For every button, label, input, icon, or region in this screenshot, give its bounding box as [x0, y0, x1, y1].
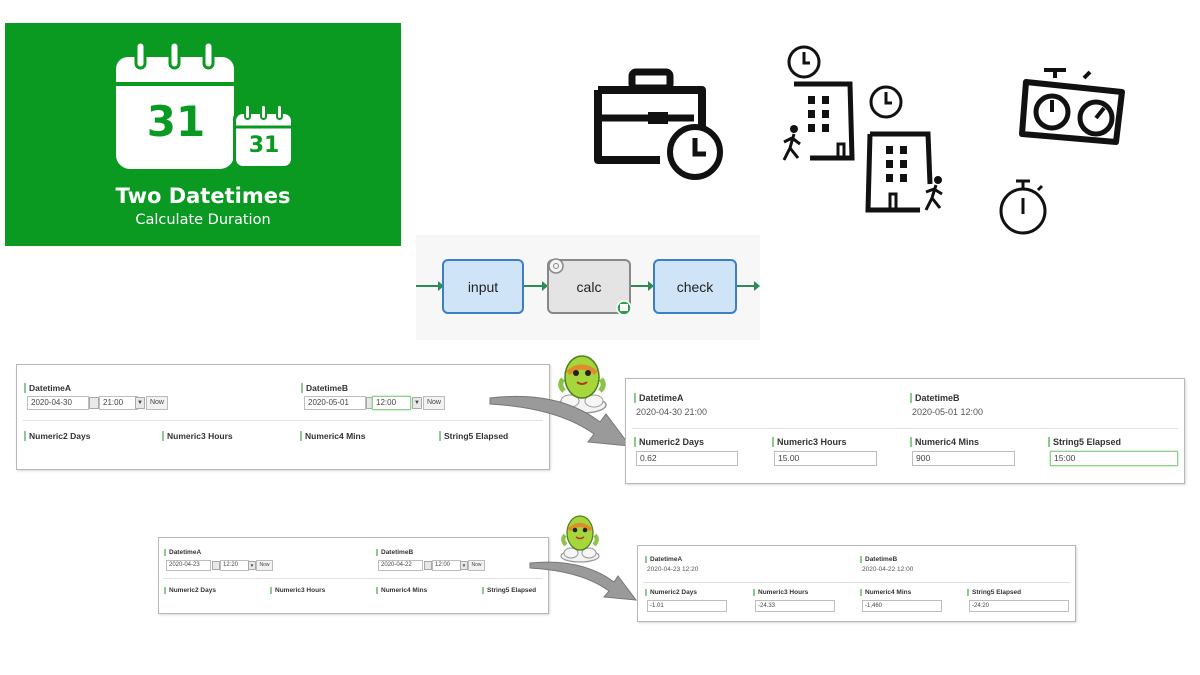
node-check[interactable]: check [676, 279, 714, 295]
numeric2-field[interactable]: 0.62 [636, 451, 738, 466]
datetimeA-label: DatetimeA [164, 549, 201, 556]
datetimeA-time-input[interactable]: 12:20 [220, 560, 249, 571]
numeric4-label: Numeric4 Mins [860, 589, 911, 596]
calendar-picker-icon[interactable] [424, 561, 432, 570]
datetimeB-value: 2020-04-22 12:00 [862, 566, 914, 573]
numeric2-label: Numeric2 Days [164, 587, 216, 594]
right-arrow-icon [489, 395, 632, 447]
small-calendar-day: 31 [248, 133, 280, 158]
chevron-down-icon[interactable]: ▼ [248, 561, 256, 570]
datetimeB-label: DatetimeB [301, 383, 348, 393]
chevron-down-icon[interactable]: ▼ [460, 561, 468, 570]
right-arrow-icon [529, 561, 638, 601]
numeric4-label: Numeric4 Mins [300, 431, 365, 441]
string5-field[interactable]: 15:00 [1050, 451, 1178, 466]
datetimeB-label: DatetimeB [910, 393, 960, 403]
numeric3-label: Numeric3 Hours [162, 431, 233, 441]
datetimeB-value: 2020-05-01 12:00 [912, 407, 984, 417]
numeric4-field[interactable]: 900 [912, 451, 1015, 466]
numeric2-label: Numeric2 Days [634, 437, 704, 447]
now-button-b[interactable]: Now [468, 560, 485, 571]
datetimeA-label: DatetimeA [645, 556, 682, 563]
example1-result-form: DatetimeA 2020-04-30 21:00 DatetimeB 202… [625, 378, 1185, 484]
workflow-diagram: input calc check [416, 235, 760, 340]
datetimeB-label: DatetimeB [376, 549, 413, 556]
numeric3-label: Numeric3 Hours [270, 587, 325, 594]
big-calendar-day: 31 [146, 97, 206, 146]
banner-subtitle: Calculate Duration [135, 212, 271, 228]
numeric2-label: Numeric2 Days [24, 431, 90, 441]
node-calc[interactable]: calc [576, 279, 602, 295]
example2-result-form: DatetimeA 2020-04-23 12:20 DatetimeB 202… [637, 545, 1076, 622]
numeric4-field[interactable]: -1,460 [862, 600, 942, 612]
numeric3-label: Numeric3 Hours [753, 589, 808, 596]
calendar-picker-icon[interactable] [212, 561, 220, 570]
title-banner: 31 31 Two Datetimes Calculate Duration [5, 23, 401, 246]
calendar-picker-icon[interactable] [89, 397, 99, 409]
now-button-b[interactable]: Now [423, 396, 445, 410]
numeric2-field[interactable]: -1.01 [647, 600, 727, 612]
divider [632, 428, 1178, 429]
numeric3-label: Numeric3 Hours [772, 437, 847, 447]
example2-input-form: DatetimeA 2020-04-23 12:20 ▼ Now Datetim… [158, 537, 549, 614]
chess-clock-icon [1019, 68, 1125, 145]
datetimeB-time-input[interactable]: 12:00 [432, 560, 461, 571]
datetimeA-date-input[interactable]: 2020-04-30 [27, 396, 89, 410]
datetimeB-label: DatetimeB [860, 556, 897, 563]
datetimeA-value: 2020-04-30 21:00 [636, 407, 708, 417]
datetimeA-time-input[interactable]: 21:00 [99, 396, 138, 410]
chevron-down-icon[interactable]: ▼ [135, 397, 145, 409]
numeric4-label: Numeric4 Mins [376, 587, 427, 594]
mascot-icon [560, 515, 600, 563]
stopwatch-icon [999, 179, 1047, 235]
datetimeB-date-input[interactable]: 2020-04-22 [378, 560, 423, 571]
chevron-down-icon[interactable]: ▼ [412, 397, 422, 409]
divider [23, 420, 543, 421]
datetimeA-label: DatetimeA [24, 383, 71, 393]
now-button-a[interactable]: Now [146, 396, 168, 410]
building-walk-in-icon [782, 45, 855, 161]
string5-label: String5 Elapsed [482, 587, 536, 594]
datetimeB-time-input[interactable]: 12:00 [372, 396, 411, 410]
building-walk-out-icon [865, 85, 943, 213]
calendar-icon [116, 40, 293, 169]
divider [643, 582, 1070, 583]
numeric3-field[interactable]: -24.33 [755, 600, 835, 612]
datetimeB-date-input[interactable]: 2020-05-01 [304, 396, 366, 410]
datetimeA-date-input[interactable]: 2020-04-23 [166, 560, 211, 571]
datetimeA-value: 2020-04-23 12:20 [647, 566, 699, 573]
string5-label: String5 Elapsed [967, 589, 1021, 596]
numeric4-label: Numeric4 Mins [910, 437, 979, 447]
banner-title: Two Datetimes [115, 184, 291, 208]
numeric2-label: Numeric2 Days [645, 589, 697, 596]
string5-label: String5 Elapsed [1048, 437, 1121, 447]
string5-label: String5 Elapsed [439, 431, 508, 441]
now-button-a[interactable]: Now [256, 560, 273, 571]
briefcase-clock-icon [594, 68, 723, 180]
node-input[interactable]: input [467, 279, 499, 295]
numeric3-field[interactable]: 15.00 [774, 451, 877, 466]
datetimeA-label: DatetimeA [634, 393, 684, 403]
string5-field[interactable]: -24:20 [969, 600, 1069, 612]
divider [163, 578, 543, 579]
gear-icon [548, 258, 564, 274]
example1-input-form: DatetimeA 2020-04-30 21:00 ▼ Now Datetim… [16, 364, 550, 470]
